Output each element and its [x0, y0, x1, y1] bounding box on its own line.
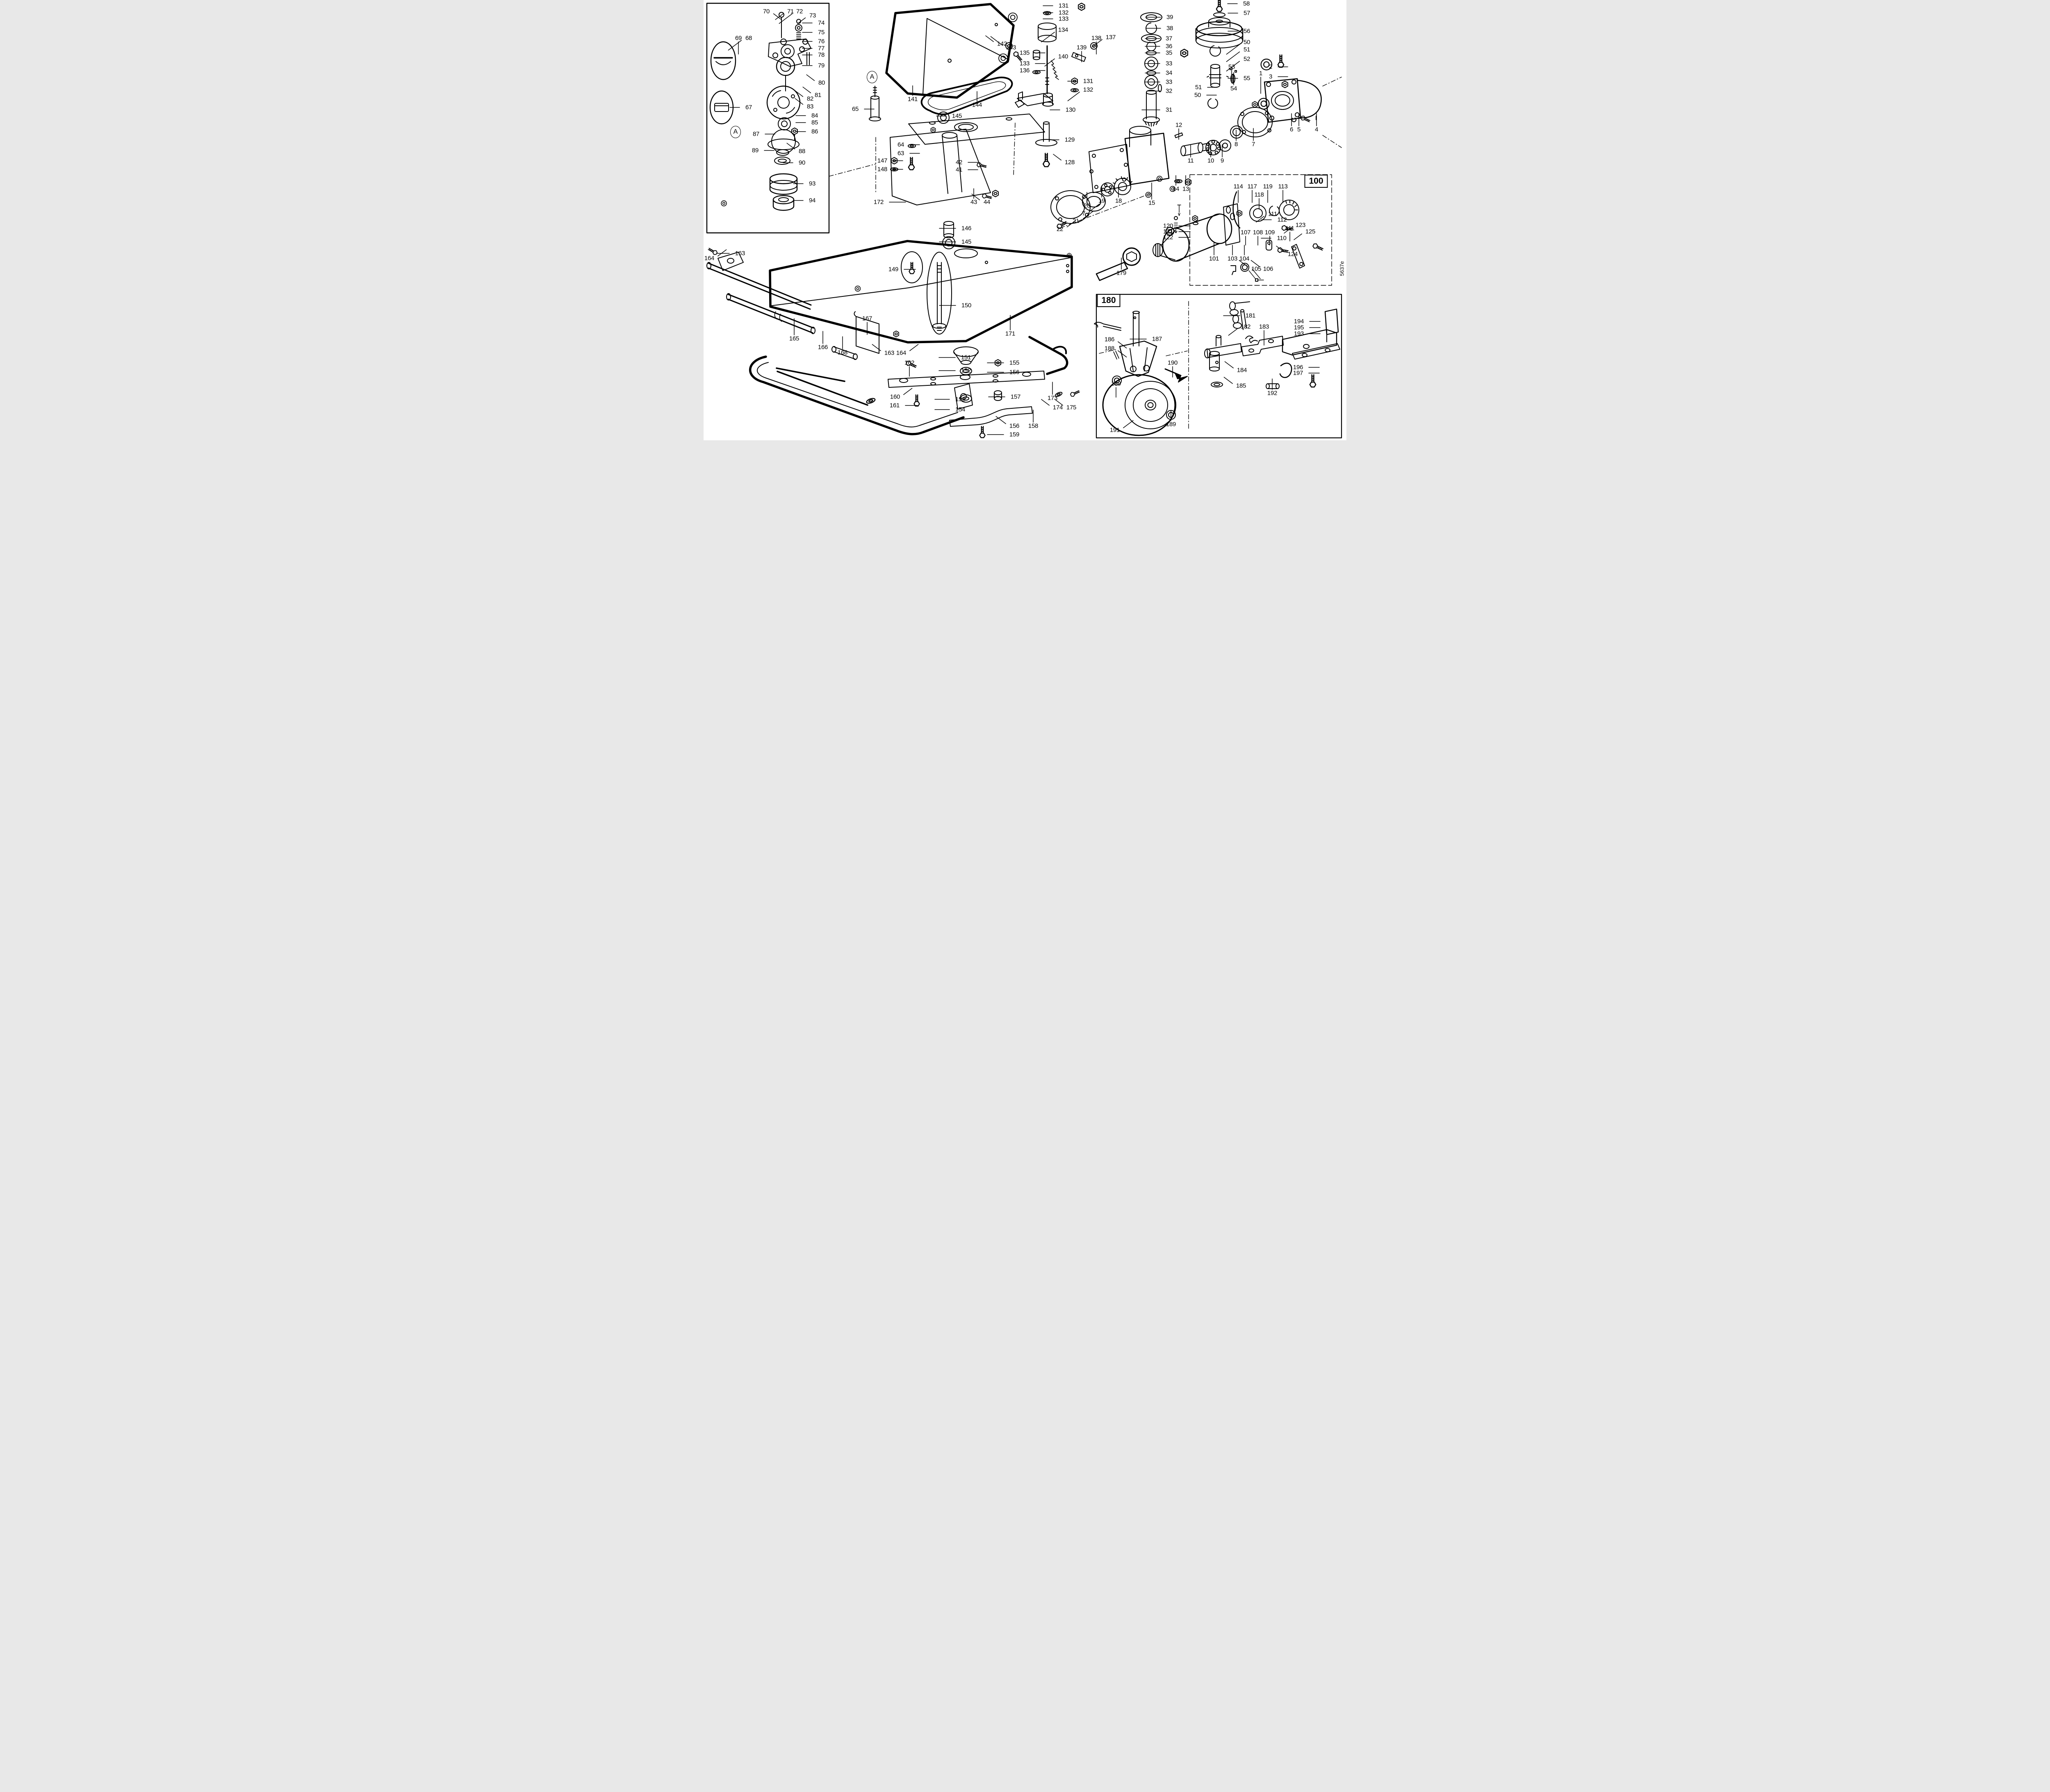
gearbox-group — [1050, 54, 1322, 236]
inset-caster-hitch — [1067, 253, 1342, 439]
input-shaft-stack — [1140, 12, 1162, 127]
belt-cover — [869, 3, 1024, 121]
diagram-line-art — [706, 0, 1342, 439]
leader-lines — [717, 3, 1321, 435]
inset-spindle-box — [706, 2, 830, 234]
axis-lines — [829, 77, 1342, 431]
drawing-code: 5637e — [1339, 261, 1345, 276]
blade-hardware — [888, 330, 1045, 438]
deck-assembly — [769, 91, 1073, 344]
clutch-group — [1096, 175, 1324, 282]
frame-group — [706, 200, 1081, 435]
